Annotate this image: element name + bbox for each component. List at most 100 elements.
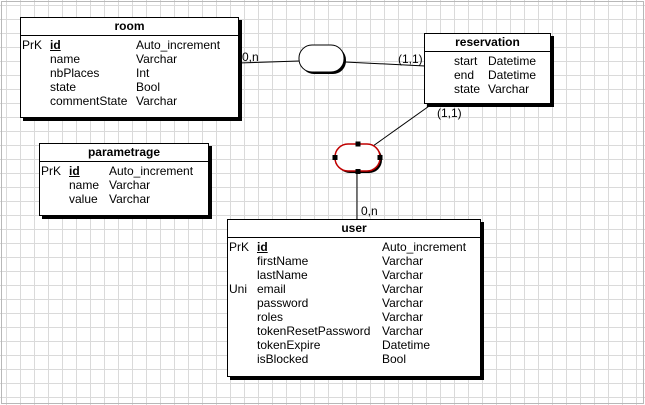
attribute-type: Varchar [382,310,424,324]
attribute-flag [229,338,257,352]
attribute-flag: PrK [41,164,62,178]
attribute-type: Bool [136,80,161,94]
attribute-flag [41,178,69,192]
attribute-type: Auto_increment [382,240,467,254]
attribute-type: Auto_increment [109,164,194,178]
attribute-type: Varchar [382,268,424,282]
attribute-row: lastName Varchar [229,268,470,282]
attribute-flag [22,94,50,108]
attribute-name: name [50,52,81,66]
attribute-name: state [50,80,77,94]
attribute-row: nbPlaces Int [22,66,224,80]
attribute-row: PrK id Auto_increment [22,38,224,52]
attribute-type: Bool [382,352,407,366]
attribute-flag: PrK [22,38,43,52]
attribute-flag [229,310,257,324]
cardinality-room: 0,n [242,50,259,64]
attribute-row: roles Varchar [229,310,470,324]
attribute-type: Varchar [382,282,424,296]
attribute-name: id [50,38,61,52]
attribute-flag: Uni [229,282,248,296]
attribute-row: password Varchar [229,296,470,310]
attribute-row: state Varchar [426,82,540,96]
attribute-name: id [69,164,80,178]
cardinality-reservation-room: (1,1) [398,52,423,66]
attribute-flag [229,352,257,366]
attribute-flag [229,254,257,268]
attribute-name: name [69,178,100,192]
entity-title: user [228,220,480,238]
link-association-reservation [344,61,426,67]
attribute-name: start [454,54,478,68]
attribute-flag [426,82,454,96]
attribute-row: Uni email Varchar [229,282,470,296]
attribute-row: tokenResetPassword Varchar [229,324,470,338]
attribute-row: name Varchar [22,52,224,66]
attribute-row: start Datetime [426,54,540,68]
attribute-name: tokenResetPassword [257,324,371,338]
attribute-name: email [257,282,286,296]
attribute-flag [229,296,257,310]
attribute-type: Varchar [382,324,424,338]
link-reservation-association [372,103,433,147]
attribute-type: Int [136,66,150,80]
attribute-type: Varchar [382,296,424,310]
cardinality-user: 0,n [361,204,378,218]
attribute-type: Varchar [488,82,530,96]
attribute-name: roles [257,310,284,324]
attribute-flag [22,66,50,80]
attribute-type: Varchar [136,94,178,108]
selection-handle[interactable] [355,141,361,147]
attribute-type: Datetime [488,68,537,82]
attribute-flag [426,68,454,82]
association-reservation-user[interactable] [332,141,383,175]
attribute-flag [229,324,257,338]
attribute-row: state Bool [22,80,224,94]
entity-title: reservation [425,34,550,52]
attribute-type: Auto_increment [136,38,221,52]
attribute-name: firstName [257,254,309,268]
attribute-flag [41,192,69,206]
attribute-type: Varchar [109,178,151,192]
attribute-flag [426,54,454,68]
selection-handle[interactable] [355,169,361,174]
attribute-flag [229,268,257,282]
attribute-name: end [454,68,475,82]
attribute-type: Varchar [136,52,178,66]
attribute-row: tokenExpire Datetime [229,338,470,352]
attribute-name: lastName [257,268,308,282]
cardinality-reservation-user: (1,1) [437,106,462,120]
selection-handle[interactable] [332,155,338,160]
attribute-name: nbPlaces [50,66,100,80]
attribute-type: Datetime [382,338,431,352]
entity-title: parametrage [40,144,208,162]
attribute-name: tokenExpire [257,338,321,352]
attribute-name: isBlocked [257,352,309,366]
attribute-name: password [257,296,309,310]
attribute-row: end Datetime [426,68,540,82]
attribute-name: state [454,82,481,96]
attribute-name: commentState [50,94,128,108]
attribute-flag [22,80,50,94]
attribute-row: PrK id Auto_increment [41,164,197,178]
association-room-reservation[interactable] [298,44,346,74]
attribute-row: isBlocked Bool [229,352,470,366]
attribute-type: Datetime [488,54,537,68]
selection-handle[interactable] [377,155,383,160]
attribute-row: name Varchar [41,178,197,192]
attribute-name: value [69,192,98,206]
attribute-flag [22,52,50,66]
attribute-row: commentState Varchar [22,94,224,108]
